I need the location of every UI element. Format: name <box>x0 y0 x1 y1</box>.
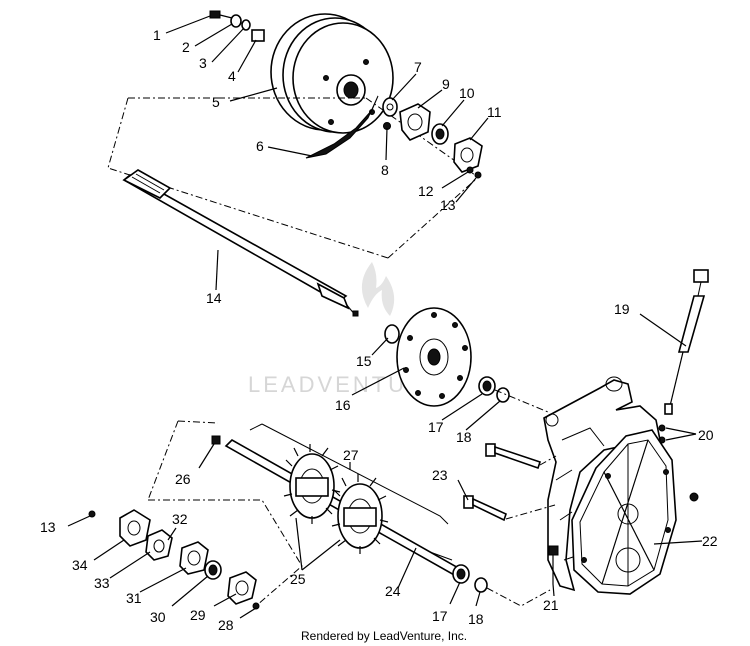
callout-label: 9 <box>442 76 450 92</box>
brake-disc-part <box>396 307 472 407</box>
spacer-part <box>251 29 265 42</box>
callout-label: 18 <box>468 611 484 627</box>
footer-credit: Rendered by LeadVenture, Inc. <box>301 629 467 643</box>
callout-label: 5 <box>212 94 220 110</box>
speedometer-cable-part <box>664 269 709 415</box>
callout-label: 20 <box>698 427 714 443</box>
flange-part <box>227 571 257 605</box>
callout-label: 34 <box>72 557 88 573</box>
washer-part <box>382 97 398 117</box>
washer-part <box>230 14 242 28</box>
callout-labels: 1 2 3 4 5 6 7 8 9 10 11 12 13 14 15 16 1… <box>40 27 718 633</box>
callout-label: 16 <box>335 397 351 413</box>
callout-label: 30 <box>150 609 166 625</box>
callout-label: 14 <box>206 290 222 306</box>
flame-logo-icon <box>361 262 395 316</box>
screw-part <box>658 424 666 432</box>
callout-label: 18 <box>456 429 472 445</box>
washer-part <box>241 19 251 31</box>
callout-label: 15 <box>356 353 372 369</box>
nut-part <box>466 166 474 174</box>
callout-label: 27 <box>343 447 359 463</box>
nut-part <box>689 492 699 502</box>
bolt-part <box>548 545 559 584</box>
drive-sprocket-part <box>331 474 389 554</box>
assembly-bracket-line <box>249 423 449 525</box>
bolt-part <box>463 495 507 522</box>
bolt-part <box>211 435 221 445</box>
callout-label: 32 <box>172 511 188 527</box>
callout-label: 22 <box>702 533 718 549</box>
driven-shaft-part <box>122 169 359 317</box>
nut-part <box>88 510 96 518</box>
callout-label: 17 <box>432 608 448 624</box>
bolt-part <box>485 443 542 470</box>
callout-label: 26 <box>175 471 191 487</box>
leader-lines <box>67 15 703 619</box>
callout-label: 8 <box>381 162 389 178</box>
nut-part <box>474 171 482 179</box>
chaincase-cover-part <box>571 429 677 595</box>
ramp-part <box>305 95 379 159</box>
driven-pulley-assembly <box>209 10 483 179</box>
washer-part <box>474 577 488 593</box>
callout-label: 21 <box>543 597 559 613</box>
callout-label: 19 <box>614 301 630 317</box>
seal-plate-part <box>145 529 173 561</box>
callout-label: 25 <box>290 571 306 587</box>
nut-part <box>252 602 260 610</box>
flange-part <box>453 137 483 173</box>
pulley-part <box>270 13 394 134</box>
callout-label: 31 <box>126 590 142 606</box>
callout-label: 7 <box>414 59 422 75</box>
callout-label: 33 <box>94 575 110 591</box>
callout-label: 4 <box>228 68 236 84</box>
callout-label: 12 <box>418 183 434 199</box>
flange-part <box>119 509 151 547</box>
callout-label: 3 <box>199 55 207 71</box>
chaincase-housing-part <box>543 376 661 592</box>
callout-label: 2 <box>182 39 190 55</box>
callout-label: 11 <box>487 104 502 120</box>
callout-label: 17 <box>428 419 444 435</box>
washer-part <box>496 387 510 403</box>
assembly-bracket-line <box>147 420 303 607</box>
callout-label: 23 <box>432 467 448 483</box>
flange-part <box>179 541 209 575</box>
callout-label: 10 <box>459 85 475 101</box>
flange-part <box>399 103 431 141</box>
callout-label: 13 <box>440 197 456 213</box>
callout-label: 13 <box>40 519 56 535</box>
assembly-bracket-line <box>107 97 476 259</box>
drive-sprocket-part <box>283 444 341 524</box>
callout-label: 24 <box>385 583 401 599</box>
callout-label: 29 <box>190 607 206 623</box>
callout-label: 28 <box>218 617 234 633</box>
callout-label: 6 <box>256 138 264 154</box>
washer-part <box>384 324 400 344</box>
callout-label: 1 <box>153 27 161 43</box>
